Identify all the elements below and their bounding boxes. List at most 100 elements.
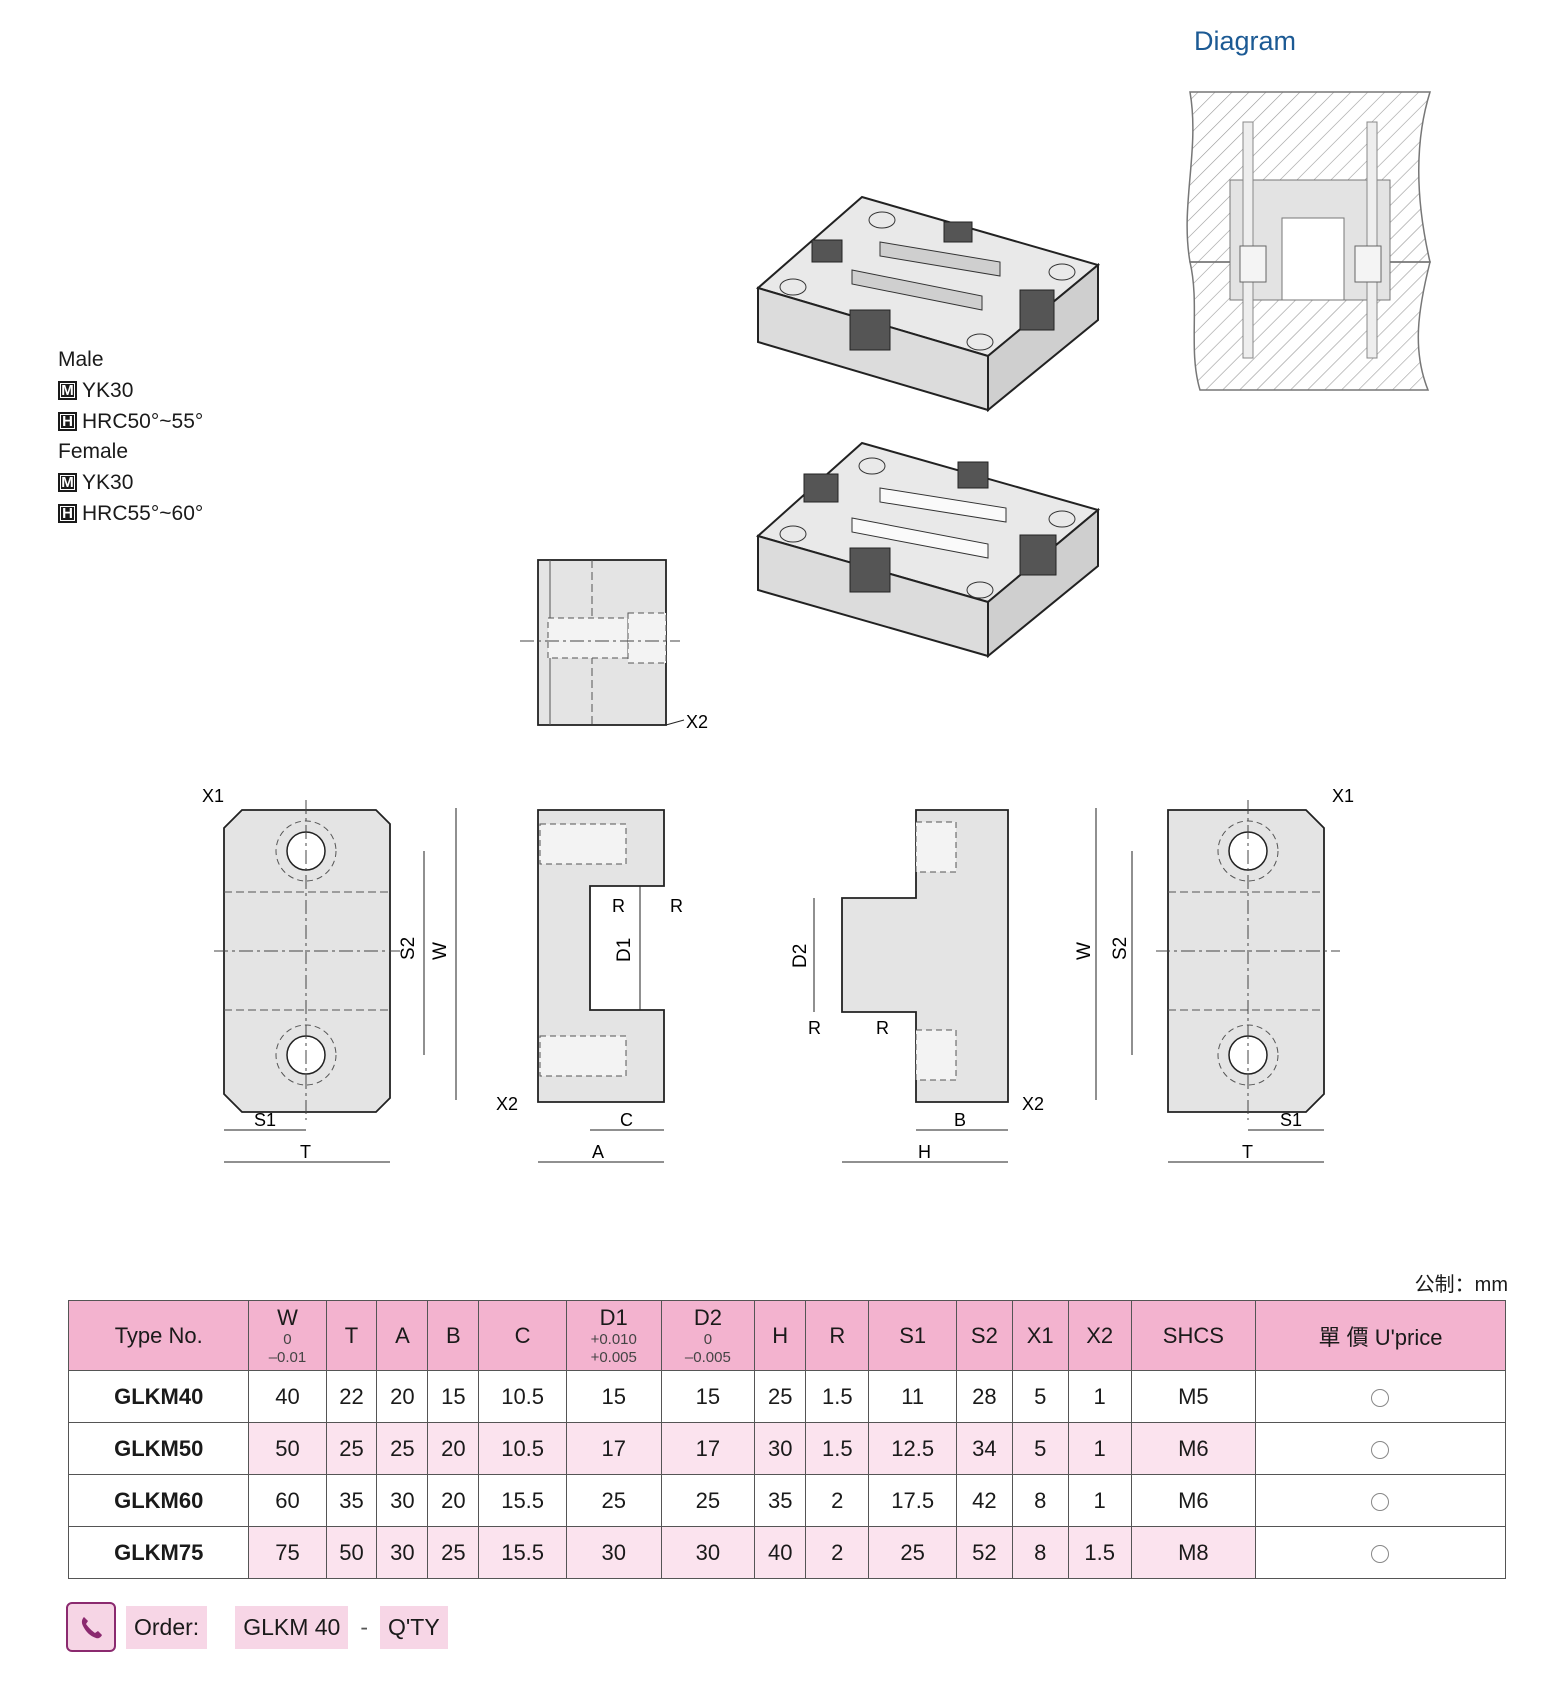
column-header: 單 價 U'price <box>1254 1300 1507 1371</box>
column-header: R <box>805 1300 870 1371</box>
value-cell: 25 <box>427 1526 480 1579</box>
column-header: D1+0.010+0.005 <box>565 1300 662 1371</box>
female-hardness: HRC55°~60° <box>82 501 204 525</box>
w-label: W <box>1074 942 1095 960</box>
value-cell: 34 <box>955 1422 1013 1475</box>
column-header: T <box>325 1300 378 1371</box>
column-header: A <box>376 1300 429 1371</box>
value-cell: 17 <box>660 1422 756 1475</box>
x2-label: X2 <box>496 1094 518 1114</box>
tolerance: 0 <box>703 1330 713 1348</box>
d2-label: D2 <box>790 944 811 968</box>
a-label: A <box>592 1142 604 1162</box>
order-qty: Q'TY <box>380 1605 448 1649</box>
value-cell: 40 <box>754 1526 807 1579</box>
value-cell: 17 <box>565 1422 662 1475</box>
value-cell: 11 <box>868 1370 957 1423</box>
value-cell: 20 <box>427 1422 480 1475</box>
male-block-isometric <box>755 195 1101 413</box>
x2-label: X2 <box>1022 1094 1044 1114</box>
value-cell: 2 <box>805 1474 870 1527</box>
column-header: X2 <box>1067 1300 1132 1371</box>
value-cell: 30 <box>376 1526 429 1579</box>
r-label: R <box>612 896 625 916</box>
value-cell: 30 <box>565 1526 662 1579</box>
value-cell: 28 <box>955 1370 1013 1423</box>
s2-label: S2 <box>1110 937 1131 960</box>
value-cell: 8 <box>1011 1474 1069 1527</box>
select-radio-icon[interactable] <box>1371 1544 1390 1563</box>
select-radio-icon[interactable] <box>1371 1440 1390 1459</box>
value-cell: 25 <box>565 1474 662 1527</box>
price-cell[interactable] <box>1254 1474 1507 1527</box>
t-label: T <box>1242 1142 1253 1162</box>
material-badge-icon: M <box>58 381 77 400</box>
tolerance: +0.005 <box>590 1348 637 1366</box>
male-material: YK30 <box>82 378 134 402</box>
s2-label: S2 <box>398 937 419 960</box>
diagram-title: Diagram <box>1194 26 1297 56</box>
male-plan-view: S2 W X1 S1 T <box>202 786 457 1163</box>
column-header: Type No. <box>67 1300 250 1371</box>
value-cell: 25 <box>660 1474 756 1527</box>
column-header: H <box>754 1300 807 1371</box>
value-cell: 15 <box>565 1370 662 1423</box>
unit-label: 公制：mm <box>1414 1274 1508 1296</box>
male-label: Male <box>58 348 104 371</box>
male-side-view: D1 R R X2 C A <box>496 809 683 1163</box>
value-cell: 1.5 <box>1067 1526 1132 1579</box>
column-header: SHCS <box>1130 1300 1256 1371</box>
column-header: C <box>478 1300 567 1371</box>
tolerance: –0.005 <box>684 1348 731 1366</box>
x1-label: X1 <box>1332 786 1354 806</box>
price-cell[interactable] <box>1254 1526 1507 1579</box>
r-label: R <box>808 1018 821 1038</box>
value-cell: 5 <box>1011 1370 1069 1423</box>
tolerance: 0 <box>283 1330 292 1348</box>
value-cell: 15 <box>660 1370 756 1423</box>
price-cell[interactable] <box>1254 1370 1507 1423</box>
value-cell: M8 <box>1130 1526 1256 1579</box>
value-cell: 1 <box>1067 1474 1132 1527</box>
column-header: X1 <box>1011 1300 1069 1371</box>
value-cell: 15.5 <box>478 1474 567 1527</box>
x1-label: X1 <box>202 786 224 806</box>
female-material: YK30 <box>82 470 134 494</box>
column-header: S1 <box>868 1300 957 1371</box>
value-cell: 42 <box>955 1474 1013 1527</box>
value-cell: M6 <box>1130 1422 1256 1475</box>
r-label: R <box>876 1018 889 1038</box>
value-cell: 25 <box>754 1370 807 1423</box>
value-cell: 1 <box>1067 1370 1132 1423</box>
column-header: S2 <box>955 1300 1013 1371</box>
c-label: C <box>620 1110 633 1130</box>
value-cell: 1.5 <box>805 1422 870 1475</box>
value-cell: 25 <box>868 1526 957 1579</box>
value-cell: M6 <box>1130 1474 1256 1527</box>
female-label: Female <box>58 440 129 463</box>
order-label: Order: <box>126 1605 208 1649</box>
select-radio-icon[interactable] <box>1371 1492 1390 1511</box>
h-label: H <box>918 1142 931 1162</box>
select-radio-icon[interactable] <box>1371 1388 1390 1407</box>
value-cell: 12.5 <box>868 1422 957 1475</box>
value-cell: 25 <box>376 1422 429 1475</box>
price-cell[interactable] <box>1254 1422 1507 1475</box>
technical-drawing: X2 S2 W X1 S1 T D1 R R X2 C A <box>202 91 1432 1163</box>
value-cell: 10.5 <box>478 1422 567 1475</box>
value-cell: 35 <box>325 1474 378 1527</box>
assembly-section-diagram <box>1186 91 1432 391</box>
d1-label: D1 <box>614 938 635 962</box>
value-cell: 35 <box>754 1474 807 1527</box>
female-side-view: D2 R R X2 B H <box>790 809 1044 1163</box>
order-separator: - <box>360 1613 369 1640</box>
value-cell: 2 <box>805 1526 870 1579</box>
